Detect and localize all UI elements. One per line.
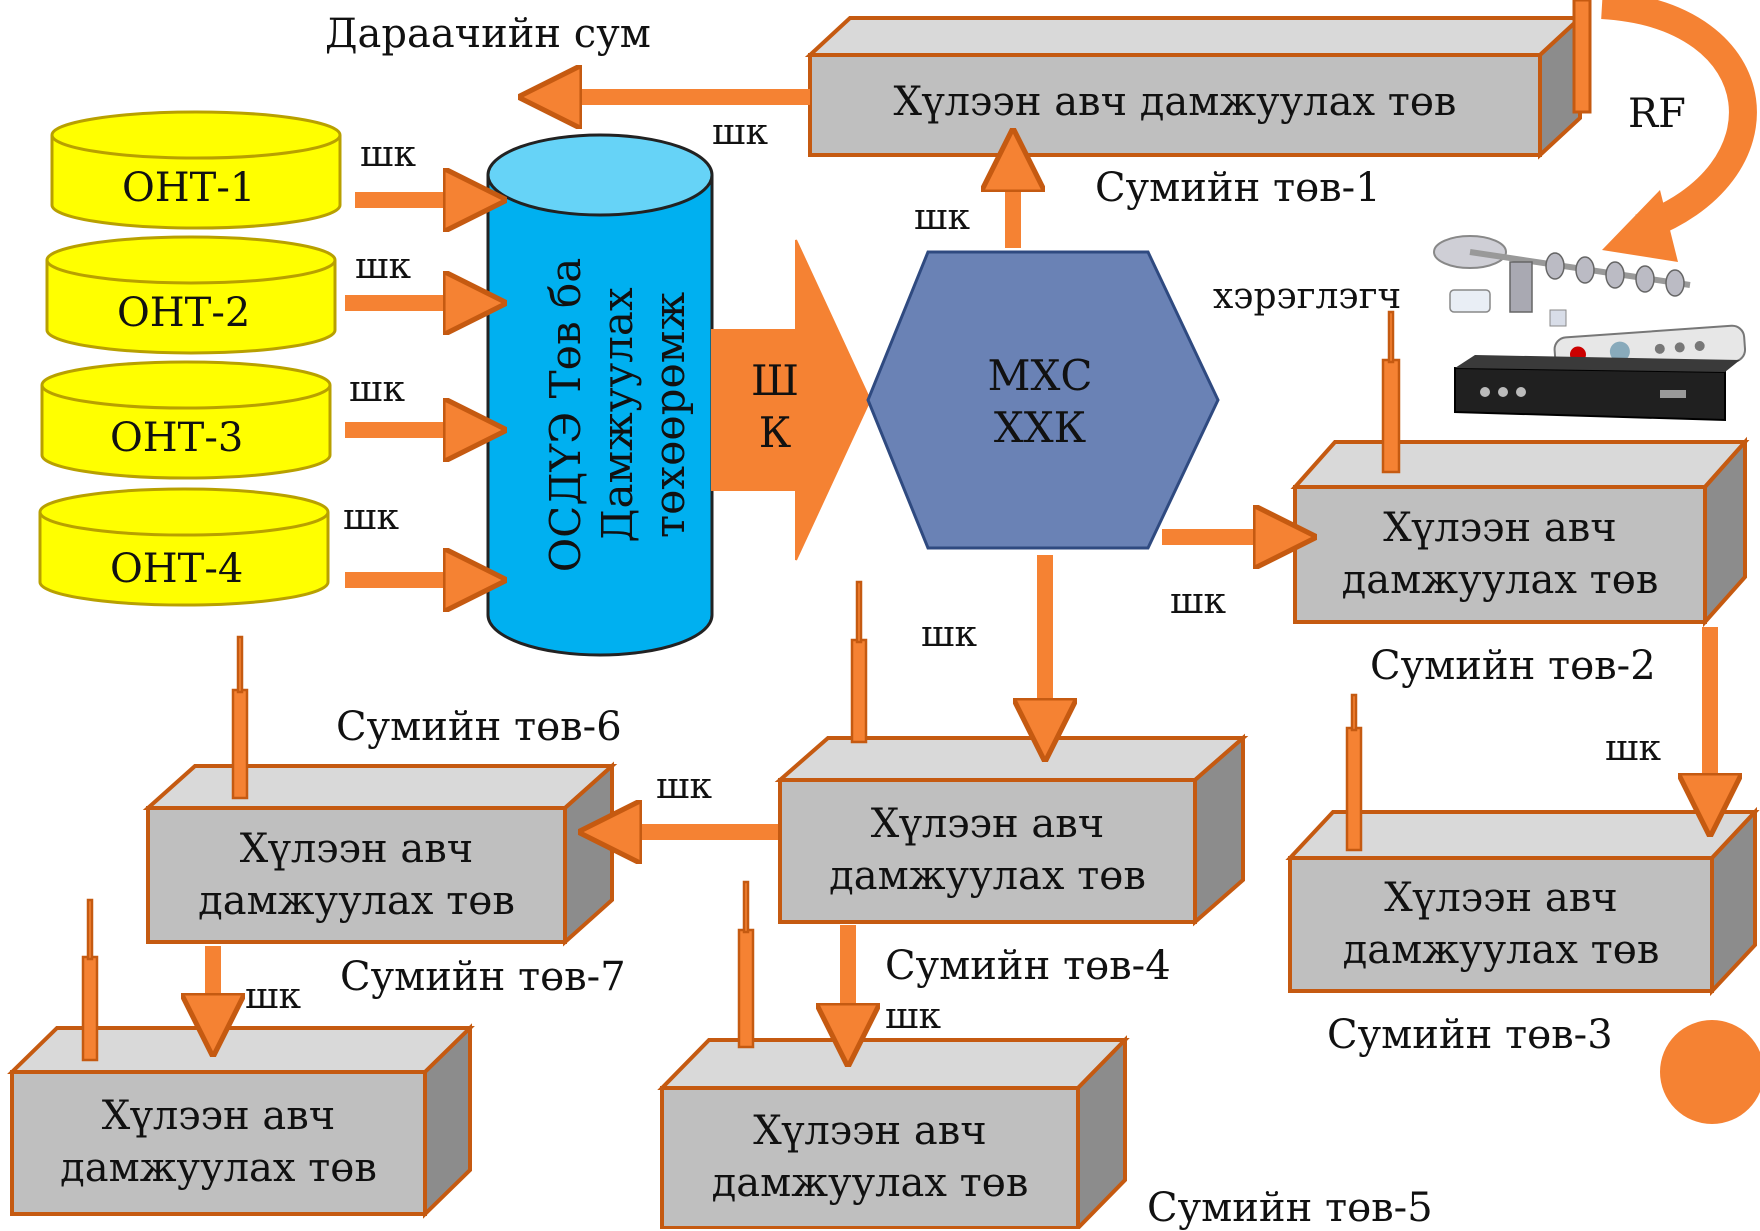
disc-ont-1-shape xyxy=(50,110,342,230)
box-bottom-middle-label: Хүлээн авч дамжуулах төв xyxy=(711,1108,1029,1206)
big-arrow-label: Ш К xyxy=(751,356,799,457)
hexagon-label: МХС ХХК xyxy=(987,351,1093,452)
rf-curved-arrow xyxy=(1601,0,1757,242)
box-right-lower-label: Хүлээн авч дамжуулах төв xyxy=(1342,875,1660,973)
box-bottom-left-label: Хүлээн авч дамжуулах төв xyxy=(60,1093,377,1191)
rf-emitter-bar xyxy=(1572,0,1592,114)
box-left-3d xyxy=(142,761,618,947)
box-top-label: Хүлээн авч дамжуулах төв xyxy=(893,79,1457,125)
disc-ont-3-label: ОНТ-3 xyxy=(110,415,244,461)
rf-curved-arrow-head xyxy=(1602,190,1678,262)
rf-label: RF xyxy=(1628,91,1686,137)
link-label-top-box: шк xyxy=(712,112,768,153)
link-label-hex-middle: шк xyxy=(921,614,977,655)
link-label-disc4: шк xyxy=(343,497,399,538)
sum1-label: Сумийн төв-1 xyxy=(1095,165,1381,211)
sum2-label: Сумийн төв-2 xyxy=(1370,643,1656,689)
set-top-box-icon xyxy=(1454,355,1740,422)
box-right-lower-3d xyxy=(1285,806,1760,997)
box-bottom-left-3d xyxy=(7,1023,475,1219)
hexagon-shape xyxy=(866,250,1220,550)
box-middle-3d xyxy=(774,733,1249,927)
link-label-disc3: шк xyxy=(349,369,405,410)
consumer-label: хэрэглэгч xyxy=(1213,276,1402,317)
link-label-middle-bottom: шк xyxy=(885,996,941,1037)
link-label-hex-right: шк xyxy=(1170,581,1226,622)
sum5-label: Сумийн төв-5 xyxy=(1147,1185,1433,1231)
box-right-label: Хүлээн авч дамжуулах төв xyxy=(1341,505,1659,603)
box-bottom-middle-3d xyxy=(657,1035,1130,1229)
disc-ont-2-label: ОНТ-2 xyxy=(117,290,251,336)
box-left-label: Хүлээн авч дамжуулах төв xyxy=(198,826,515,924)
link-label-hex-top: шк xyxy=(914,197,970,238)
disc-ont-4-label: ОНТ-4 xyxy=(110,546,244,592)
sum6-label: Сумийн төв-6 xyxy=(336,704,622,750)
disc-ont-3-shape xyxy=(40,360,332,480)
next-sum-label: Дараачийн сум xyxy=(325,11,651,57)
link-label-disc1: шк xyxy=(360,134,416,175)
disc-ont-1-label: ОНТ-1 xyxy=(122,165,256,211)
orange-circle xyxy=(1660,1020,1760,1124)
link-label-left-bottom: шк xyxy=(245,976,301,1017)
sum3-label: Сумийн төв-3 xyxy=(1327,1012,1613,1058)
antenna-masts xyxy=(81,310,1401,1062)
link-label-disc2: шк xyxy=(355,246,411,287)
box-right-3d xyxy=(1290,436,1750,628)
disc-ont-2-shape xyxy=(45,235,337,355)
cylinder-label: ОСДҮЭ Төв ба Дамжуулах төхөөрөмж xyxy=(541,257,694,573)
antenna-icon xyxy=(1433,235,1691,327)
disc-ont-4-shape xyxy=(38,487,330,607)
sum4-label: Сумийн төв-4 xyxy=(885,943,1171,989)
box-middle-label: Хүлээн авч дамжуулах төв xyxy=(829,801,1146,899)
big-block-arrow xyxy=(711,239,872,561)
sum7-label: Сумийн төв-7 xyxy=(340,954,626,1000)
link-label-middle-left: шк xyxy=(656,766,712,807)
link-label-right-lower: шк xyxy=(1605,728,1661,769)
box-top-3d xyxy=(804,13,1586,160)
